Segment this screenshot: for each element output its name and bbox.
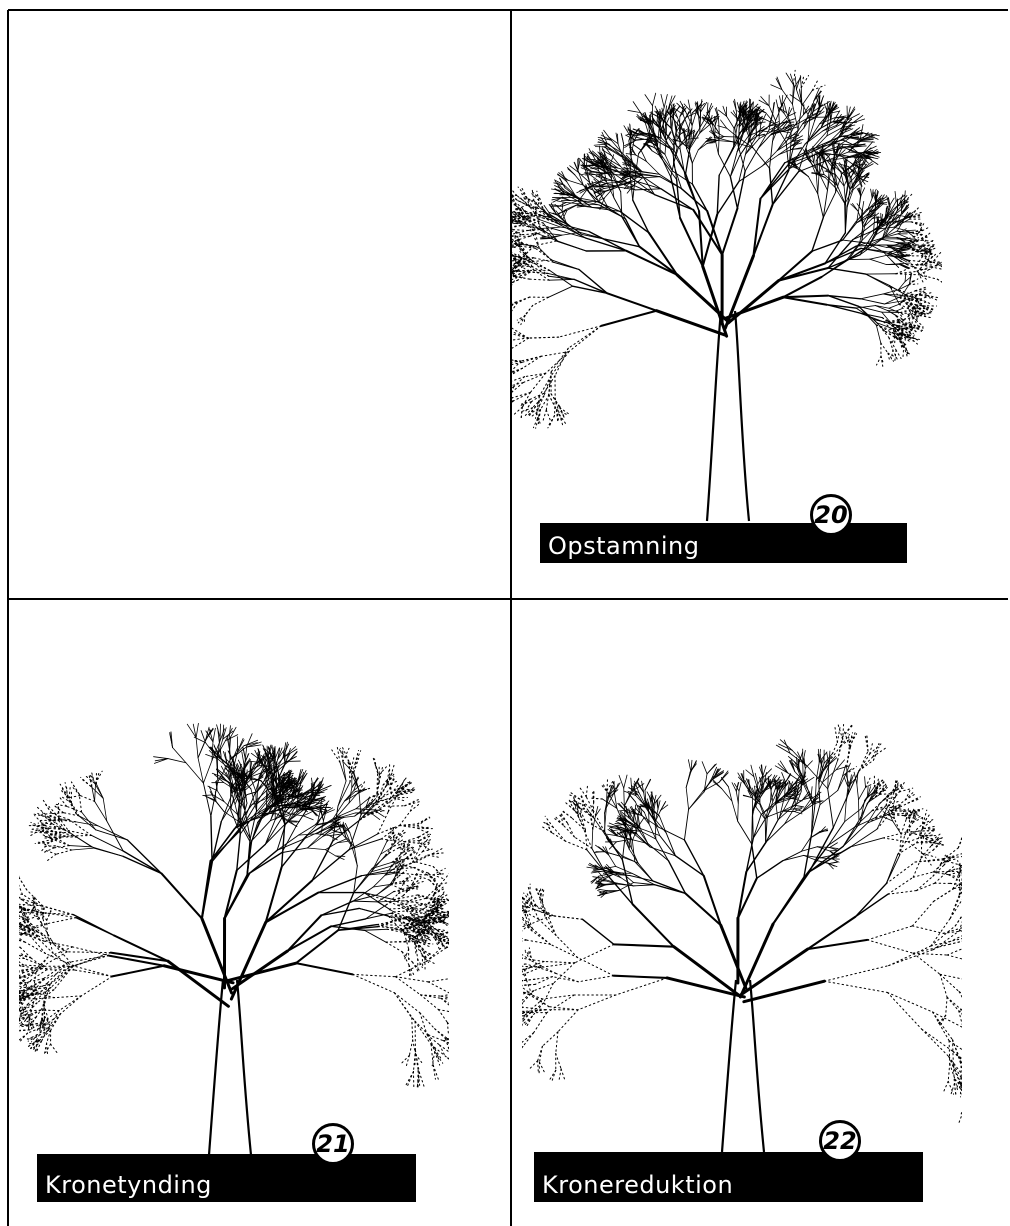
panel-opstamning: Opstamning 20 bbox=[512, 11, 1009, 598]
caption-label: Opstamning bbox=[548, 532, 699, 560]
figure-number-badge: 21 bbox=[312, 1123, 354, 1165]
tree-illustration bbox=[19, 600, 449, 1160]
caption-bar: Opstamning bbox=[540, 523, 907, 563]
tree-illustration bbox=[522, 600, 962, 1160]
caption-label: Kronereduktion bbox=[542, 1171, 733, 1199]
panel-kronereduktion: Kronereduktion 22 bbox=[512, 600, 1009, 1226]
tree-illustration bbox=[512, 11, 942, 531]
figure-number-badge: 22 bbox=[819, 1120, 861, 1162]
caption-bar: Kronereduktion bbox=[534, 1152, 923, 1202]
caption-bar: Kronetynding bbox=[37, 1154, 416, 1202]
figure-number-badge: 20 bbox=[810, 494, 852, 536]
caption-label: Kronetynding bbox=[45, 1171, 212, 1199]
panel-empty bbox=[9, 11, 510, 598]
panel-kronetynding: Kronetynding 21 bbox=[9, 600, 510, 1226]
